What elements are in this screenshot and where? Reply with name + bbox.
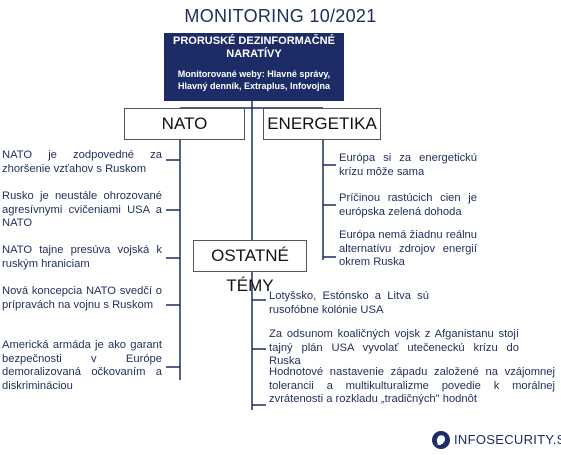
head-silhouette-icon: [432, 431, 450, 449]
energetika-item: Európa nemá žiadnu reálnu alternatívu zd…: [339, 229, 477, 268]
nato-item: Americká armáda je ako garant bezpečnost…: [2, 339, 162, 392]
nato-item: NATO je zodpovedné za zhoršenie vzťahov …: [2, 149, 162, 175]
energetika-item: Európa si za energetickú krízu môže sama: [339, 152, 477, 178]
category-nato: NATO: [124, 108, 245, 140]
ostatne-item: Za odsunom koaličných vojsk z Afganistan…: [269, 328, 519, 367]
infosecurity-logo: INFOSECURITY.SK: [432, 431, 561, 451]
root-node: PRORUSKÉ DEZINFORMAČNÉ NARATÍVY Monitoro…: [164, 33, 344, 101]
nato-item: Nová koncepcia NATO svedčí o prípravách …: [2, 285, 162, 311]
ostatne-item: Hodnotové nastavenie západu založené na …: [269, 366, 555, 405]
root-subtitle: Monitorované weby: Hlavné správy, Hlavný…: [177, 69, 331, 91]
energetika-item: Príčinou rastúcich cien je európska zele…: [339, 192, 477, 218]
category-energetika: ENERGETIKA: [263, 108, 381, 140]
logo-text: INFOSECURITY.SK: [454, 432, 561, 447]
category-ostatne-temy: OSTATNÉ TÉMY: [193, 240, 307, 295]
ostatne-item: Lotyšsko, Estónsko a Litva sú rusofóbne …: [269, 290, 429, 316]
nato-item: NATO tajne presúva vojská k ruským hrani…: [2, 244, 162, 270]
nato-item: Rusko je neustále ohrozované agresívnymi…: [2, 190, 162, 229]
root-title: PRORUSKÉ DEZINFORMAČNÉ NARATÍVY: [173, 35, 335, 60]
page-title: MONITORING 10/2021: [184, 6, 377, 26]
